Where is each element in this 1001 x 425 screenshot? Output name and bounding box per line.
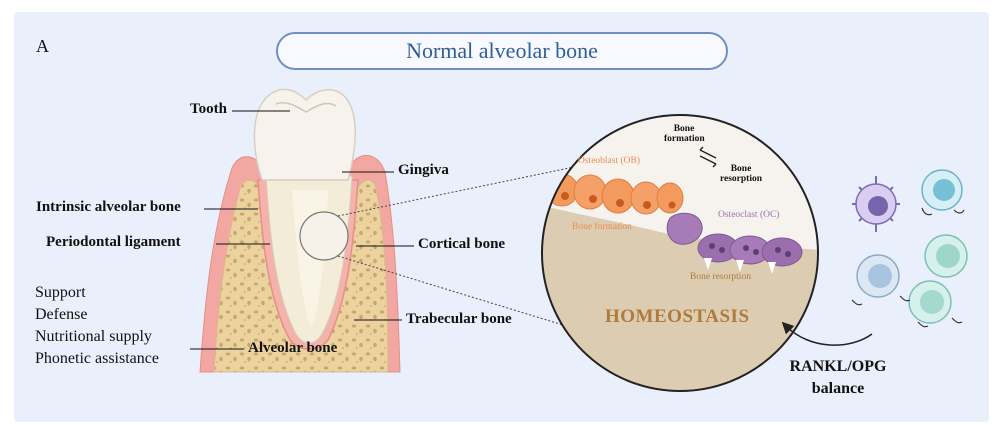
figure-background <box>14 12 989 422</box>
zoom-source-circle <box>299 211 349 261</box>
label-trabecular-bone: Trabecular bone <box>406 311 512 327</box>
bone-formation-heading-line2: formation <box>664 134 705 144</box>
rankl-opg-balance-label: RANKL/OPG balance <box>778 356 898 400</box>
bone-resorption-heading-line1: Bone <box>730 164 752 174</box>
immune-cells-icon <box>851 169 968 328</box>
bone-formation-heading-line1: Bone <box>673 124 695 134</box>
function-item: Support <box>35 284 86 301</box>
balance-line: balance <box>811 380 865 397</box>
diagram-title-text: Normal alveolar bone <box>406 38 598 63</box>
bone-resorption-label: Bone resorption <box>690 272 751 282</box>
osteoclast-cells <box>666 212 803 274</box>
homeostasis-label: HOMEOSTASIS <box>605 306 750 327</box>
label-alveolar-bone: Alveolar bone <box>248 340 338 356</box>
function-item: Nutritional supply <box>35 328 152 345</box>
bone-formation-label: Bone formation <box>572 222 632 232</box>
balance-arrow <box>781 321 873 346</box>
zoom-inset-content <box>542 115 818 391</box>
rankl-opg-line: RANKL/OPG <box>789 358 887 375</box>
bone-resorption-heading-line2: resorption <box>719 174 763 184</box>
bone-resorption-heading: Bone resorption <box>716 164 766 184</box>
tooth-crown-shape <box>253 88 356 181</box>
diagram-title: Normal alveolar bone <box>276 32 728 70</box>
panel-letter: A <box>36 36 49 56</box>
bone-formation-heading: Bone formation <box>664 124 705 144</box>
function-item: Defense <box>35 306 88 323</box>
label-tooth: Tooth <box>190 101 227 117</box>
equilibrium-arrows-icon <box>699 146 717 168</box>
function-list: Support Defense Nutritional supply Phone… <box>35 282 159 370</box>
label-periodontal-ligament: Periodontal ligament <box>46 234 181 250</box>
osteoblast-label: Osteoblast (OB) <box>578 156 641 166</box>
label-gingiva: Gingiva <box>398 162 449 178</box>
zoom-inset-circle <box>541 114 819 392</box>
function-item: Phonetic assistance <box>35 350 159 367</box>
label-intrinsic-alveolar-bone: Intrinsic alveolar bone <box>36 199 181 215</box>
osteoclast-label: Osteoclast (OC) <box>718 210 780 220</box>
label-cortical-bone: Cortical bone <box>418 236 506 252</box>
